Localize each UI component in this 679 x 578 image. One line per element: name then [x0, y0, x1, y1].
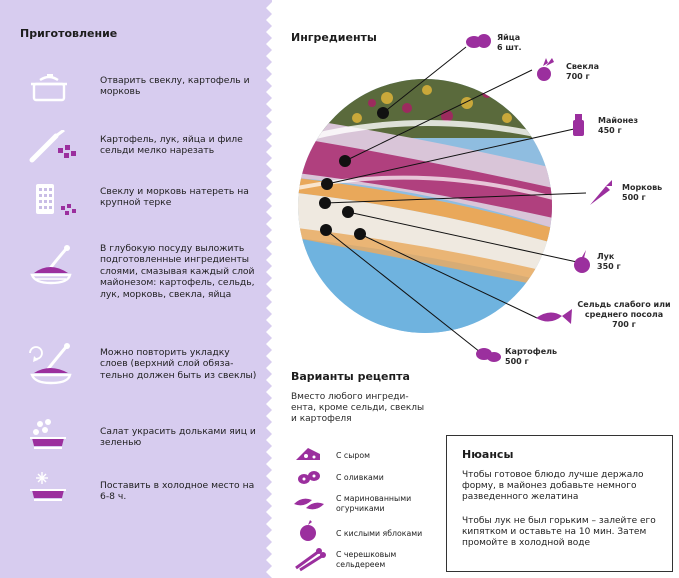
- variants-title: Варианты рецепта: [291, 370, 410, 383]
- mayonnaise-icon: [573, 114, 584, 136]
- preparation-title: Приготовление: [20, 27, 118, 40]
- celery-icon: [295, 548, 326, 572]
- apple-icon: [300, 520, 316, 541]
- nuance-paragraph: Чтобы лук не был горьким – залейте его к…: [462, 516, 656, 548]
- sidebar-zigzag-edge: [266, 0, 272, 578]
- bowl-spoon-icon: [28, 243, 76, 295]
- prep-step-text: Можно повторить укладку слоев (верхний с…: [100, 347, 257, 381]
- ingredient-onion: Лук 350 г: [597, 252, 621, 271]
- prep-step-text: Салат украсить дольками яиц и зеленью: [100, 426, 256, 449]
- cheese-icon: [296, 448, 320, 460]
- variant-label: С маринованными огурчиками: [336, 494, 412, 513]
- knife-icon: [28, 128, 78, 168]
- variant-label: С кислыми яблоками: [336, 529, 423, 538]
- ingredient-potato: Картофель 500 г: [505, 347, 558, 366]
- ingredient-beet: Свекла 700 г: [566, 62, 600, 81]
- ingredients-title: Ингредиенты: [291, 31, 377, 44]
- pot-icon: [28, 72, 72, 108]
- fridge-bowl-icon: [28, 470, 68, 508]
- variants-intro: Вместо любого ингреди-ента, кроме сельди…: [291, 392, 425, 424]
- pickles-icon: [294, 498, 324, 510]
- prep-step-text: Отварить свеклу, картофель и морковь: [100, 75, 250, 98]
- eggs-icon: [466, 34, 491, 48]
- ingredient-herring: Сельдь слабого или среднего посола 700 г: [577, 300, 671, 329]
- nuance-paragraph: Чтобы готовое блюдо лучше держало форму,…: [462, 470, 644, 502]
- prep-step-text: Картофель, лук, яйца и филе сельди мелко…: [100, 134, 243, 157]
- prep-step-text: Поставить в холодное место на 6-8 ч.: [100, 480, 255, 503]
- variant-label: С оливками: [336, 473, 384, 482]
- prep-step-text: В глубокую посуду выложить подготовленны…: [100, 243, 255, 300]
- carrot-icon: [590, 180, 612, 205]
- ingredient-eggs: Яйца 6 шт.: [497, 33, 522, 52]
- salad-photo: [297, 78, 553, 338]
- nuances-box: Нюансы Чтобы готовое блюдо лучше держало…: [446, 435, 673, 572]
- variant-label: С черешковым сельдереем: [336, 550, 397, 569]
- garnish-bowl-icon: [28, 418, 68, 456]
- repeat-layer-icon: [28, 343, 76, 393]
- variant-label: С сыром: [336, 451, 370, 460]
- olives-icon: [298, 471, 320, 484]
- prep-step-text: Свеклу и морковь натереть на крупной тер…: [100, 186, 249, 209]
- grater-icon: [28, 182, 82, 222]
- ingredient-carrot: Морковь 500 г: [622, 183, 663, 202]
- ingredient-mayonnaise: Майонез 450 г: [598, 116, 639, 135]
- preparation-panel: Приготовление Отварить свеклу, картофель…: [0, 0, 272, 578]
- onion-icon: [574, 250, 590, 273]
- potato-icon: [476, 348, 501, 362]
- nuances-title: Нюансы: [462, 448, 514, 461]
